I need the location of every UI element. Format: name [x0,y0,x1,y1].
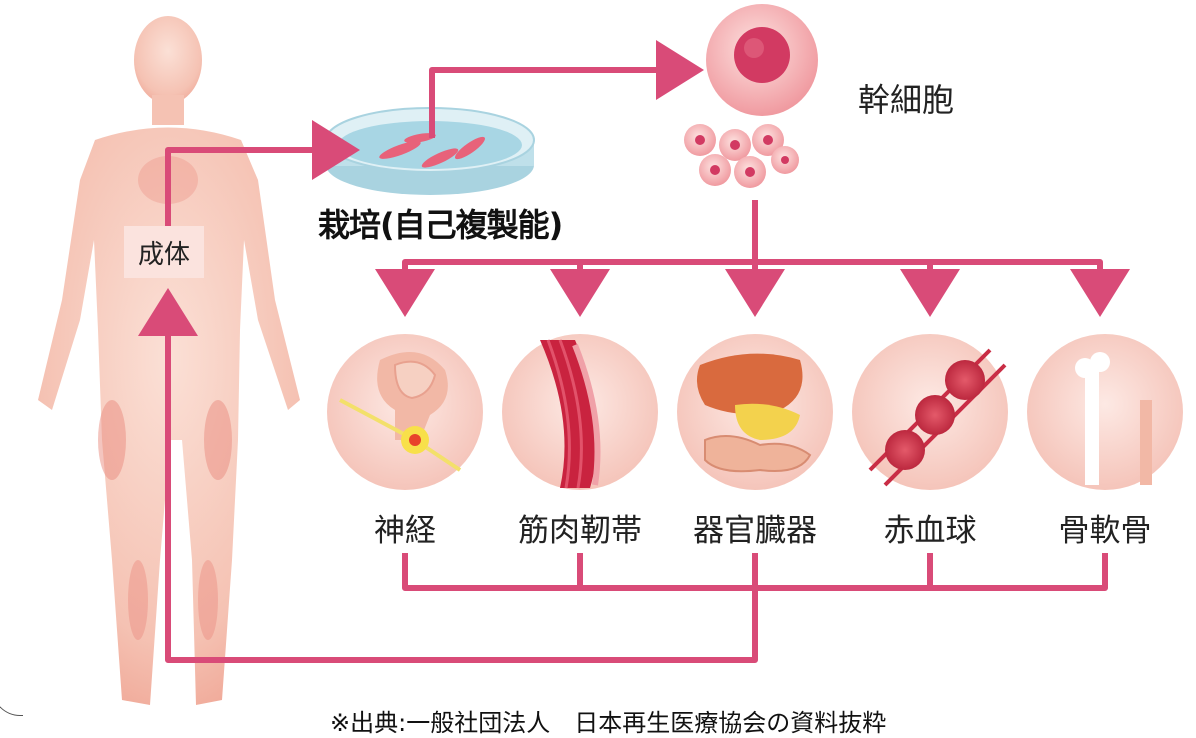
tissue-muscle-circle [502,334,658,490]
tissue-label-muscle: 筋肉靭帯 [518,513,642,549]
tissue-rbc-circle [852,334,1008,490]
tissue-bone-circle [1027,334,1183,490]
adult-label: 成体 [137,239,190,270]
red-blood-cell-icon [885,360,985,470]
tissue-label-bone: 骨軟骨 [1058,513,1152,549]
adult-label-box: 成体 [124,226,204,278]
tissue-label-nerve: 神経 [374,513,436,549]
tissue-label-rbc: 赤血球 [883,513,977,549]
culture-label: 栽培(自己複製能) [318,206,563,244]
source-note: ※出典:一般社団法人 日本再生医療協会の資料抜粋 [330,709,887,737]
organ-icon [696,353,803,414]
arrow-body-to-dish [165,120,360,226]
petri-dish-icon [325,107,535,195]
flow-arrows [138,40,1130,663]
stem-cell-label: 幹細胞 [858,81,955,119]
tissue-label-organ: 器官臓器 [693,513,817,549]
stem-cell-icon [706,4,818,116]
muscle-ligament-icon [540,340,598,488]
tissue-organ-circle [677,334,833,490]
arrow-dish-to-stem-cell [429,40,704,138]
bone-cartilage-icon [1085,370,1099,485]
arrow-return-to-body [138,288,758,663]
cell-cluster-icon [684,124,799,188]
tissue-nerve-circle [327,334,483,490]
